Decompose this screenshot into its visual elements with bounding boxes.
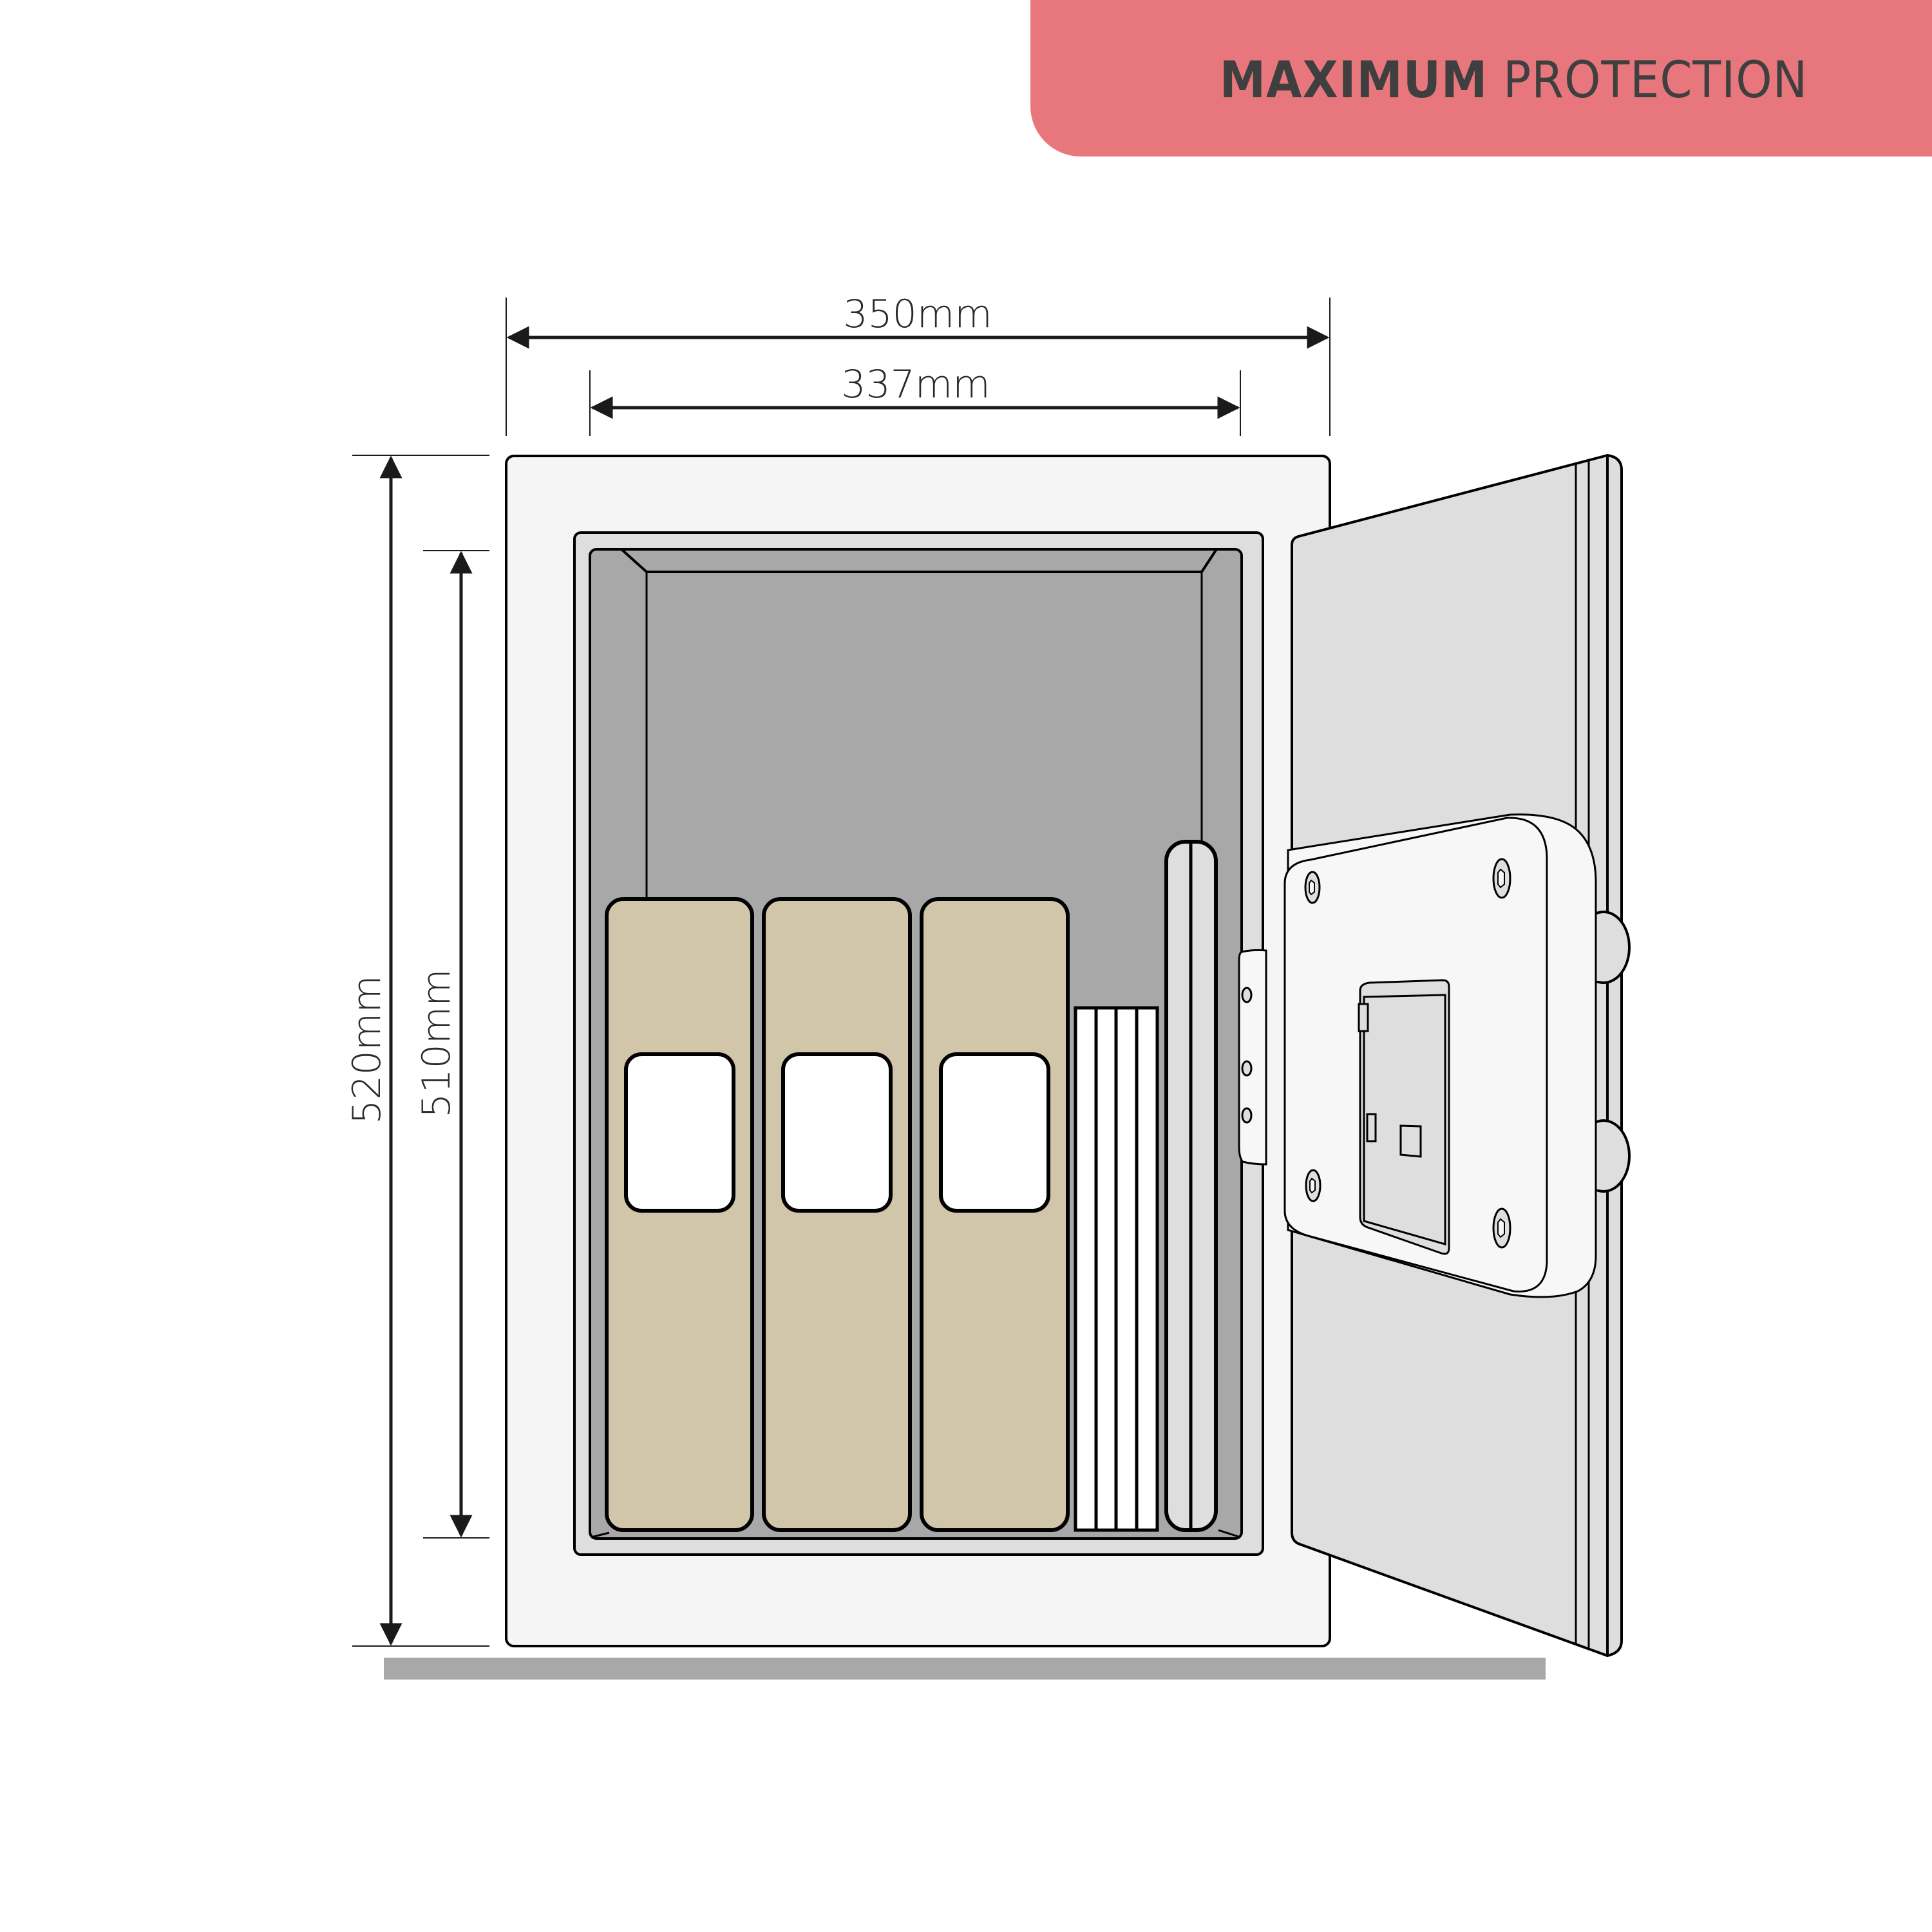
- cavity-back-wall: [591, 548, 1241, 1539]
- banner-title-light: PROTECTION: [1502, 51, 1808, 109]
- ground-shadow: [384, 1658, 1546, 1680]
- external-width-label: 350mm: [843, 292, 992, 337]
- internal-width-label: 337mm: [841, 362, 990, 407]
- folder: [1164, 840, 1218, 1532]
- hinge-hole: [1241, 987, 1253, 1003]
- banner-title-strong: MAXIMUM: [1219, 51, 1488, 109]
- hinge-hole: [1241, 1060, 1253, 1077]
- binder-label-window: [624, 1052, 735, 1213]
- binder: [762, 897, 912, 1532]
- banner-title: MAXIMUM PROTECTION: [1219, 52, 1808, 109]
- binder: [605, 897, 754, 1532]
- screw: [1492, 1208, 1511, 1249]
- binder-label-window: [939, 1052, 1050, 1213]
- dimension-internal-width: [589, 370, 1241, 436]
- dimension-internal-height: [423, 550, 489, 1539]
- hinge-plate: [1238, 949, 1267, 1166]
- screw: [1304, 871, 1321, 904]
- hinge-hole: [1241, 1107, 1253, 1124]
- header-banner: MAXIMUM PROTECTION: [1030, 0, 1932, 156]
- dimension-external-height: [352, 455, 489, 1647]
- screw: [1305, 1169, 1321, 1202]
- external-height-label: 520mm: [345, 975, 390, 1124]
- screw: [1492, 858, 1511, 899]
- internal-height-label: 510mm: [414, 969, 459, 1117]
- binder: [920, 897, 1070, 1532]
- binder-label-window: [781, 1052, 893, 1213]
- dimension-external-width: [506, 298, 1331, 436]
- paper-stack: [1074, 1006, 1159, 1532]
- lock-box: [1283, 813, 1597, 1298]
